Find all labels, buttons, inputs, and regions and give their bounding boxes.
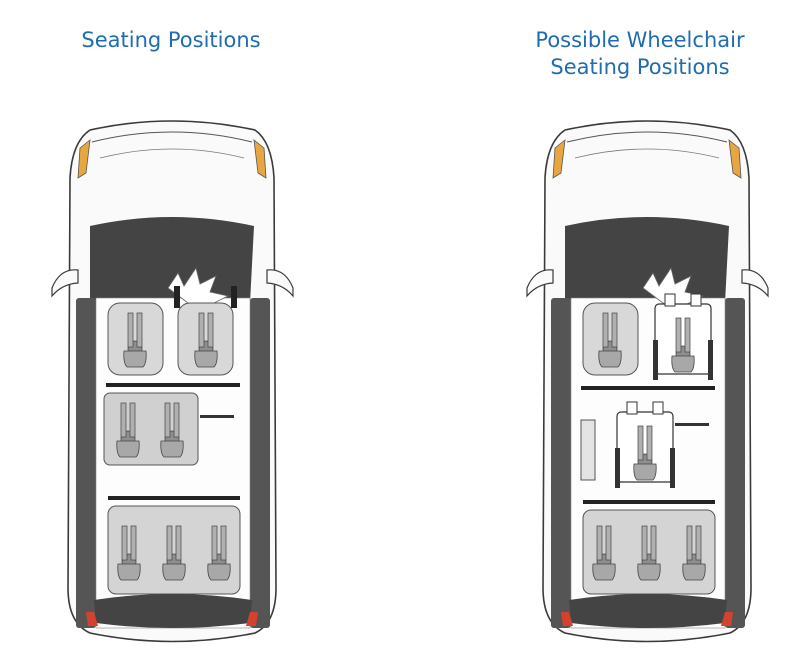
rear-window-2	[569, 594, 727, 628]
title-right-line1: Possible Wheelchair	[535, 28, 745, 52]
row1-seats	[107, 286, 237, 376]
headlight-right-2	[728, 139, 742, 179]
title-left-text: Seating Positions	[81, 28, 261, 52]
row3-seats-2	[582, 509, 716, 595]
title-seating-positions: Seating Positions	[40, 27, 302, 54]
title-right-line2: Seating Positions	[550, 55, 730, 79]
windshield	[90, 217, 254, 313]
mirror-right	[266, 269, 294, 298]
headlight-right	[253, 139, 267, 179]
row1-seat-and-wheelchair	[582, 293, 714, 381]
mirror-right-2	[741, 269, 769, 298]
taillight-right-2	[721, 612, 733, 626]
row2-bench	[103, 392, 234, 466]
vehicle-wheelchair-seating	[526, 120, 769, 643]
mirror-left-2	[526, 269, 554, 298]
taillight-right	[246, 612, 258, 626]
windshield-2	[565, 217, 729, 313]
title-wheelchair-seating-positions: Possible Wheelchair Seating Positions	[505, 27, 775, 81]
taillight-left-2	[561, 612, 573, 626]
vehicle-standard-seating	[51, 120, 294, 643]
row2-wheelchair	[580, 401, 709, 489]
mirror-left	[51, 269, 79, 298]
rear-window	[94, 594, 252, 628]
headlight-left	[77, 139, 91, 179]
row3-seats	[107, 505, 241, 595]
headlight-left-2	[552, 139, 566, 179]
taillight-left	[86, 612, 98, 626]
